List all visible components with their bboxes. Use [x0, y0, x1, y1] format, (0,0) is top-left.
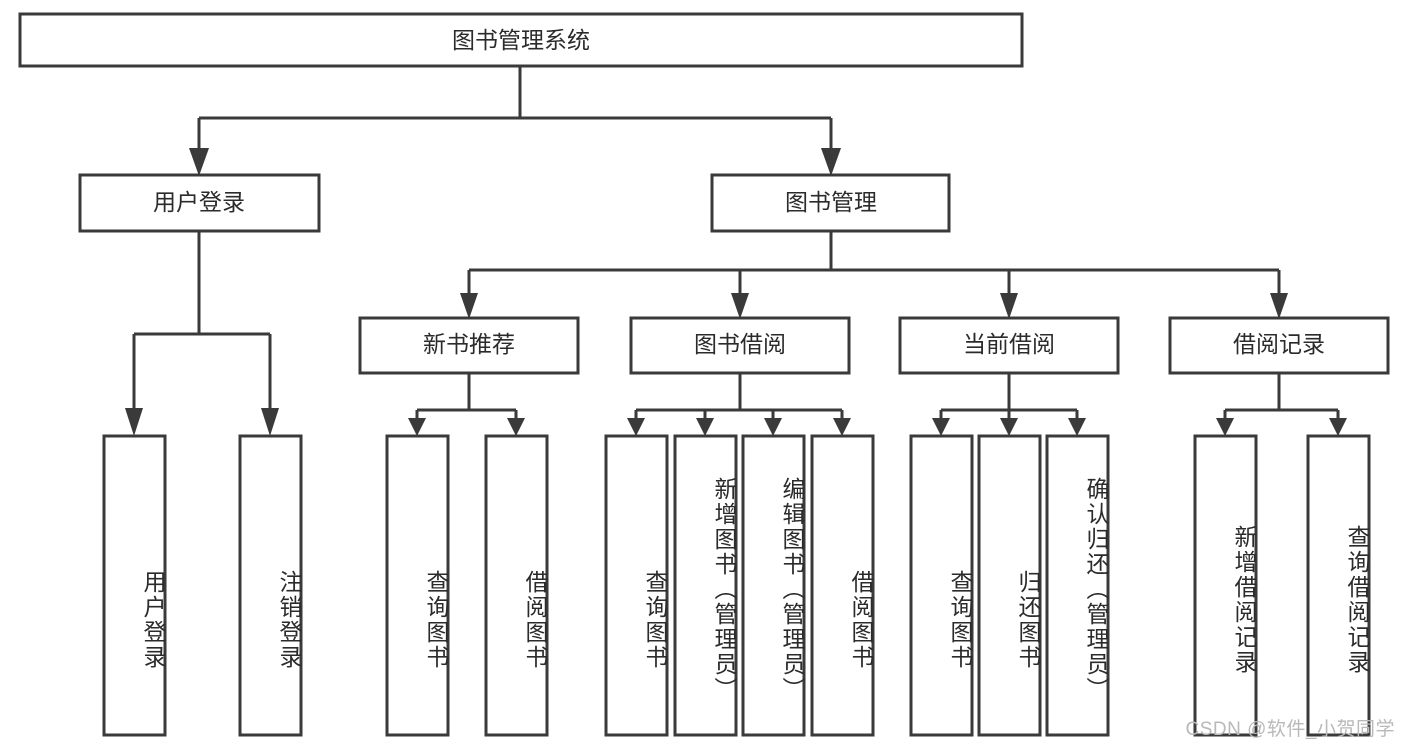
- node-box-leaf-query-book-2[interactable]: [604, 434, 669, 737]
- arrow-head-leaf-add-record: [1216, 418, 1234, 436]
- node-box-leaf-user-login[interactable]: [102, 434, 167, 737]
- node-label-borrow-record: 借阅记录: [1233, 331, 1325, 357]
- node-box-leaf-query-book-3[interactable]: [909, 434, 974, 737]
- node-box-leaf-borrow-book-1[interactable]: [484, 434, 549, 737]
- arrow-head-leaf-borrow-book-2: [833, 418, 851, 436]
- arrow-head-book-manage: [821, 148, 841, 176]
- arrow-head-leaf-user-login: [125, 408, 143, 436]
- node-box-new-book-recommend[interactable]: [358, 316, 580, 375]
- node-label-book-manage: 图书管理: [785, 189, 877, 215]
- node-box-borrow-record[interactable]: [1168, 316, 1390, 375]
- node-box-leaf-add-record[interactable]: [1193, 434, 1258, 737]
- arrow-head-leaf-query-record: [1329, 418, 1347, 436]
- node-box-root[interactable]: [18, 12, 1024, 68]
- connector-layer: [125, 66, 1347, 436]
- arrow-head-user-login: [189, 148, 209, 176]
- node-box-leaf-query-book-1[interactable]: [385, 434, 450, 737]
- node-layer: 图书管理系统 用户登录 图书管理 新书推荐 图书借阅 当前借阅 借阅记录: [18, 12, 1390, 737]
- node-label-new-book-recommend: 新书推荐: [423, 331, 515, 357]
- node-box-book-borrow[interactable]: [629, 316, 851, 375]
- node-label-book-borrow: 图书借阅: [694, 331, 786, 357]
- node-label-current-borrow: 当前借阅: [963, 331, 1055, 357]
- node-label-user-login: 用户登录: [153, 189, 245, 215]
- arrow-head-leaf-query-book-2: [627, 418, 645, 436]
- arrow-head-leaf-confirm-return: [1068, 418, 1086, 436]
- arrow-head-book-borrow: [731, 293, 749, 319]
- node-box-leaf-add-book[interactable]: [673, 434, 738, 737]
- arrow-head-leaf-query-book-1: [408, 418, 426, 436]
- arrow-head-leaf-borrow-book-1: [507, 418, 525, 436]
- arrow-head-leaf-logout-login: [261, 408, 279, 436]
- node-label-root: 图书管理系统: [452, 27, 590, 53]
- node-box-leaf-edit-book[interactable]: [741, 434, 806, 737]
- node-box-leaf-logout-login[interactable]: [238, 434, 303, 737]
- arrow-head-current-borrow: [1000, 293, 1018, 319]
- node-box-leaf-query-record[interactable]: [1306, 434, 1371, 737]
- arrow-head-leaf-edit-book: [764, 418, 782, 436]
- node-box-leaf-borrow-book-2[interactable]: [810, 434, 875, 737]
- watermark-text: CSDN @软件_小贺同学: [1185, 719, 1395, 740]
- node-box-leaf-return-book[interactable]: [977, 434, 1042, 737]
- node-box-user-login[interactable]: [78, 173, 321, 233]
- node-box-current-borrow[interactable]: [898, 316, 1120, 375]
- arrow-head-borrow-record: [1270, 293, 1288, 319]
- arrow-head-new-book-recommend: [460, 293, 478, 319]
- arrow-head-leaf-add-book: [696, 418, 714, 436]
- arrow-head-leaf-query-book-3: [932, 418, 950, 436]
- node-box-leaf-confirm-return[interactable]: [1045, 434, 1110, 737]
- arrow-head-leaf-return-book: [1000, 418, 1018, 436]
- node-box-book-manage[interactable]: [710, 173, 951, 233]
